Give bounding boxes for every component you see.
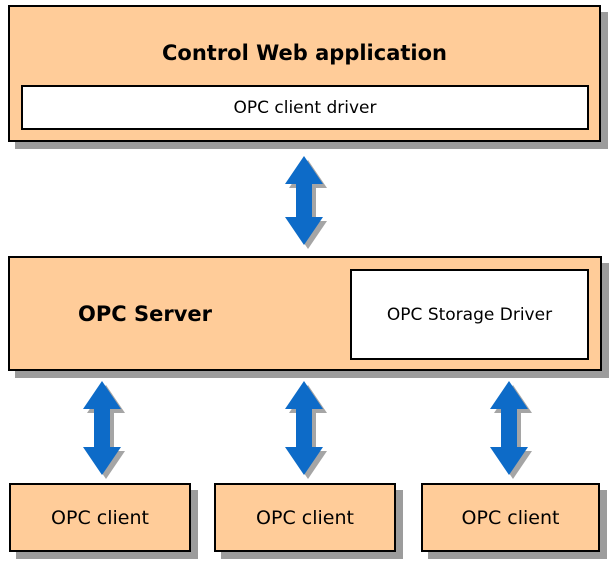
opc-client-driver-box: OPC client driver: [21, 85, 589, 130]
double-arrow-icon: [285, 156, 327, 249]
control-web-application-box: Control Web application OPC client drive…: [8, 5, 601, 142]
double-arrow-icon: [490, 381, 532, 479]
opc-client-driver-label: OPC client driver: [233, 97, 377, 118]
opc-client-label: OPC client: [256, 506, 354, 529]
double-arrow-icon: [83, 381, 125, 479]
double-arrow-icon: [285, 381, 327, 479]
control-web-application-title: Control Web application: [162, 41, 447, 65]
opc-client-box: OPC client: [421, 483, 600, 552]
opc-client-label: OPC client: [51, 506, 149, 529]
opc-client-box: OPC client: [214, 483, 396, 552]
opc-storage-driver-label: OPC Storage Driver: [386, 304, 553, 325]
opc-server-box: OPC Server OPC Storage Driver: [8, 256, 602, 371]
opc-client-label: OPC client: [461, 506, 560, 529]
opc-client-box: OPC client: [9, 483, 191, 552]
opc-server-title: OPC Server: [78, 301, 212, 326]
opc-storage-driver-box: OPC Storage Driver: [350, 269, 589, 360]
